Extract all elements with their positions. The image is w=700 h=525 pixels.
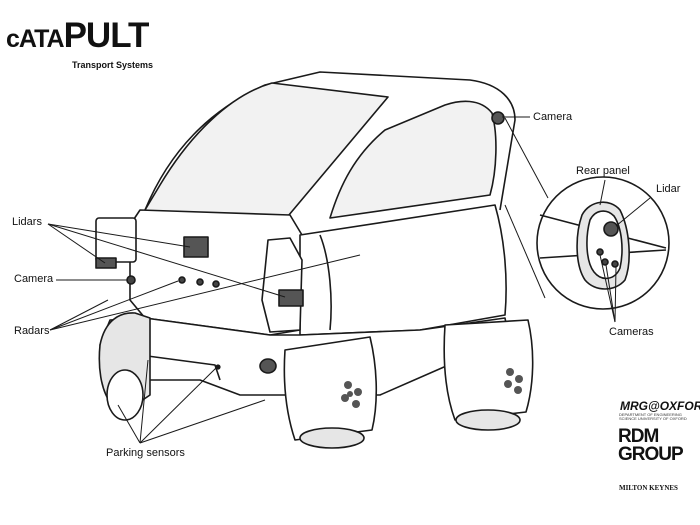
- rear-lidar: [603, 221, 619, 237]
- vehicle-side-body: [299, 204, 507, 336]
- label-lidars: Lidars: [12, 216, 42, 228]
- radar-dot-1: [178, 276, 186, 284]
- label-radars: Radars: [14, 325, 50, 337]
- label-parking-sensors: Parking sensors: [106, 447, 185, 459]
- rear-camera-1: [596, 248, 604, 256]
- rdm-line1: RDM: [618, 426, 659, 447]
- mrg-oxford-logo: MRG@OXFORD: [620, 399, 700, 413]
- rear-right-wheel-housing: [443, 319, 534, 421]
- catapult-logo: cATAPULT: [6, 16, 150, 55]
- leader-lines: [47, 116, 651, 444]
- windscreen: [144, 82, 389, 229]
- front-right-wheel-housing: [283, 336, 378, 441]
- label-cameras: Cameras: [609, 326, 654, 338]
- mrg-oxford-subtext: DEPARTMENT OF ENGINEERING SCIENCE UNIVER…: [619, 412, 687, 422]
- side-window: [329, 100, 497, 219]
- front-wheel-hub: [341, 381, 362, 408]
- rdm-group-logo: RDM GROUP: [618, 426, 684, 466]
- rear-camera-3: [611, 260, 619, 268]
- front-camera-lens: [259, 358, 277, 374]
- milton-keynes-logo: MILTON KEYNES: [619, 484, 678, 492]
- brand-name-part2: PULT: [63, 16, 150, 55]
- brand-name-part1: cATA: [6, 25, 65, 53]
- label-camera-left: Camera: [14, 273, 54, 285]
- radar-dot-2: [196, 278, 204, 286]
- label-rear-panel: Rear panel: [576, 165, 630, 177]
- rear-wheel-hub: [504, 368, 523, 394]
- brand-subtitle: Transport Systems: [72, 60, 154, 70]
- label-camera-top: Camera: [533, 111, 573, 123]
- rdm-line2: GROUP: [618, 444, 684, 466]
- lidar-sensor-lower: [278, 289, 304, 307]
- rear-camera-2: [601, 258, 609, 266]
- lidar-sensor-front: [183, 236, 209, 258]
- roof-camera-lens: [491, 111, 505, 125]
- label-lidar: Lidar: [656, 183, 681, 195]
- radar-dot-3: [212, 280, 220, 288]
